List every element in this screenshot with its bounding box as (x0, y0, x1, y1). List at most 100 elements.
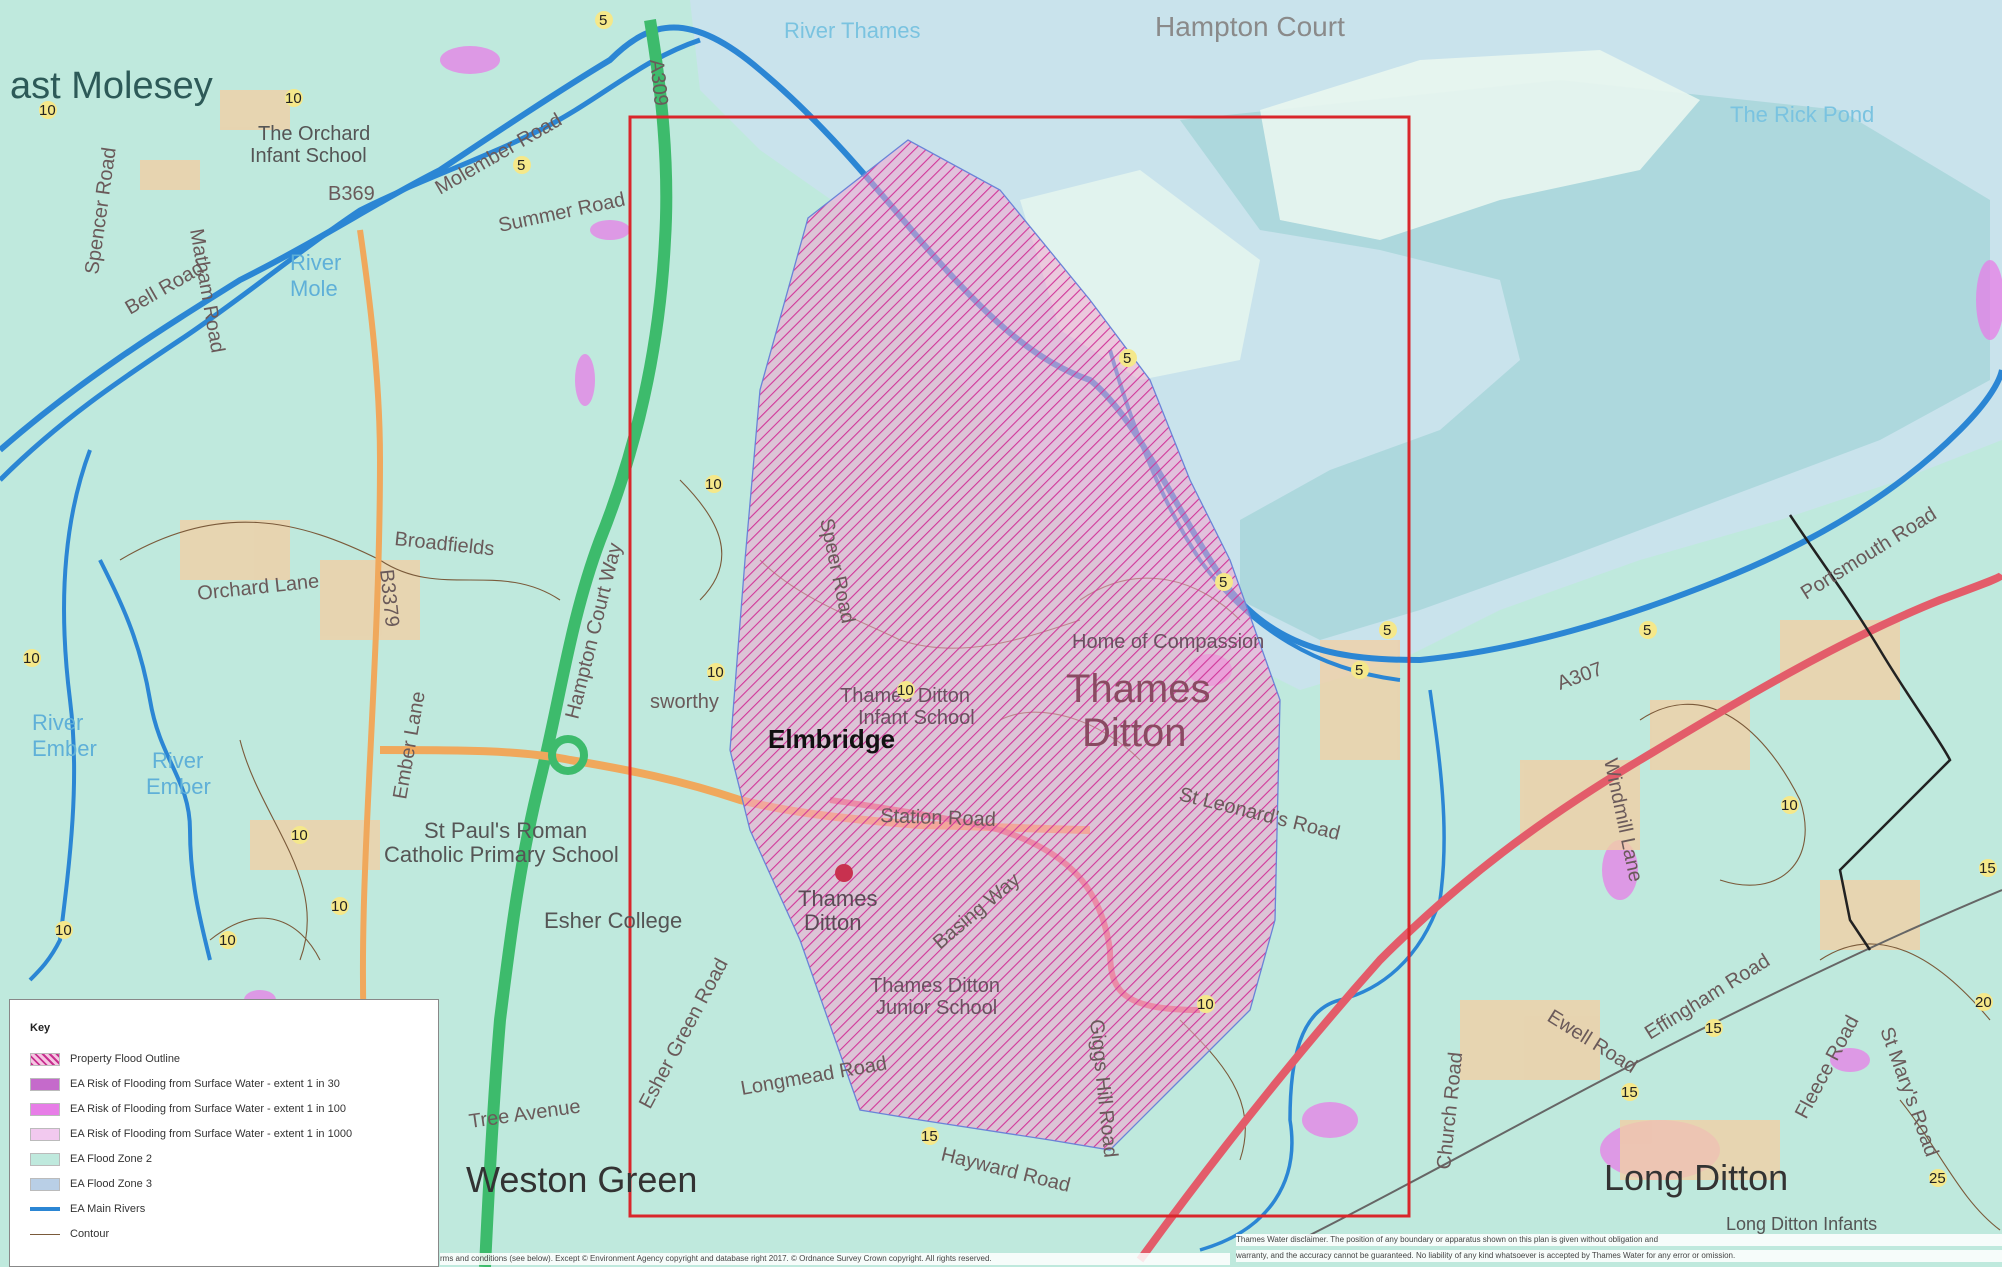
label-weston-green: Weston Green (466, 1159, 697, 1200)
svg-text:20: 20 (1975, 994, 1992, 1011)
contour-label: 15 (1979, 859, 1997, 877)
contour-label: 25 (1929, 1169, 1947, 1187)
label-elmbridge: Elmbridge (768, 724, 895, 754)
lighter-land-patch (1260, 50, 1700, 240)
svg-text:10: 10 (23, 650, 40, 667)
label-river-ember-b1: River (152, 748, 203, 773)
thames-water-disclaimer-2: warranty, and the accuracy cannot be gua… (1236, 1250, 2002, 1262)
label-long-ditton: Long Ditton (1604, 1157, 1788, 1198)
boundary (1788, 514, 1952, 951)
label-st-pauls-1: St Paul's Roman (424, 818, 587, 843)
key-item-surface-30: EA Risk of Flooding from Surface Water -… (30, 1075, 340, 1093)
key-item-zone-2: EA Flood Zone 2 (30, 1150, 152, 1168)
label-thames-ditton-2: Ditton (1082, 711, 1187, 755)
copyright-disclaimer: rms and conditions (see below). Except ©… (440, 1253, 1230, 1265)
label-thames-ditton-1: Thames (1066, 667, 1211, 711)
surface-100-swatch (30, 1102, 60, 1116)
contour-label: 5 (513, 156, 531, 174)
label-td-school-2: Infant School (858, 707, 975, 729)
label-orchard-school-2: Infant School (250, 145, 367, 167)
key-item-label: EA Main Rivers (70, 1203, 146, 1215)
label-td-junior-1: Thames Ditton (870, 975, 1000, 997)
contour-label: 5 (1379, 621, 1397, 639)
river-ember-lower (28, 449, 92, 982)
road-a309: A309 (645, 58, 672, 107)
svg-text:5: 5 (1219, 574, 1227, 591)
contour-label: 5 (1639, 621, 1657, 639)
study-area-outline (628, 115, 1411, 1218)
label-river-ember-a2: Ember (32, 736, 97, 761)
road-esworthy: sworthy (650, 691, 719, 713)
label-river-thames: River Thames (784, 18, 921, 43)
svg-text:25: 25 (1929, 1170, 1946, 1187)
svg-text:5: 5 (1355, 662, 1363, 679)
road-b369: B369 (328, 183, 375, 205)
label-river-mole-2: Mole (290, 276, 338, 301)
road-station: Station Road (880, 805, 996, 831)
key-item-surface-1000: EA Risk of Flooding from Surface Water -… (30, 1125, 352, 1143)
svg-text:10: 10 (707, 664, 724, 681)
key-item-label: Property Flood Outline (70, 1053, 181, 1065)
property-flood-swatch (30, 1052, 60, 1066)
hampton-roundabout (548, 735, 588, 775)
river-mole (0, 37, 701, 482)
label-home-of-compassion: Home of Compassion (1072, 631, 1264, 653)
contour-label: 15 (1705, 1019, 1723, 1037)
label-long-ditton-infants: Long Ditton Infants (1726, 1214, 1877, 1234)
contour-label: 10 (1197, 995, 1215, 1013)
contour-label: 10 (39, 101, 57, 119)
contour-label: 10 (285, 89, 303, 107)
railway (1299, 889, 2002, 1241)
svg-text:10: 10 (1781, 797, 1798, 814)
label-td-station-2: Ditton (804, 910, 861, 935)
label-river-ember-a1: River (32, 710, 83, 735)
svg-text:10: 10 (1197, 996, 1214, 1013)
a307-road (1136, 571, 2002, 1263)
svg-text:15: 15 (921, 1128, 938, 1145)
svg-text:10: 10 (39, 102, 56, 119)
key-item-label: EA Flood Zone 2 (70, 1153, 152, 1165)
map-key: Key Property Flood Outline EA Risk of Fl… (9, 999, 439, 1267)
a309-road (479, 19, 673, 1267)
label-td-station-1: Thames (798, 886, 877, 911)
key-item-surface-100: EA Risk of Flooding from Surface Water -… (30, 1100, 346, 1118)
key-item-label: EA Flood Zone 3 (70, 1178, 152, 1190)
svg-text:15: 15 (1705, 1020, 1722, 1037)
label-td-junior-2: Junior School (876, 997, 997, 1019)
contour-label: 10 (705, 475, 723, 493)
contour-label: 5 (1119, 349, 1137, 367)
key-item-contour: Contour (30, 1225, 109, 1243)
svg-text:10: 10 (291, 827, 308, 844)
label-hampton-court: Hampton Court (1155, 11, 1345, 42)
thames-water-disclaimer-1: Thames Water disclaimer. The position of… (1236, 1234, 2002, 1246)
label-river-ember-b2: Ember (146, 774, 211, 799)
contour-label: 5 (595, 11, 613, 29)
zone-2-swatch (30, 1152, 60, 1166)
main-rivers-swatch (30, 1207, 60, 1211)
building-blocks (140, 90, 1920, 1180)
key-item-label: EA Risk of Flooding from Surface Water -… (70, 1128, 353, 1140)
key-item-zone-3: EA Flood Zone 3 (30, 1175, 152, 1193)
svg-text:10: 10 (55, 922, 72, 939)
svg-text:10: 10 (705, 476, 722, 493)
property-flood-outline (729, 139, 1281, 1151)
label-rick-pond: The Rick Pond (1730, 102, 1874, 127)
contour-label: 20 (1975, 993, 1993, 1011)
svg-text:10: 10 (331, 898, 348, 915)
river-ember-channel (98, 559, 212, 961)
label-st-pauls-2: Catholic Primary School (384, 842, 619, 867)
contour-label: 10 (1781, 796, 1799, 814)
contour-label: 15 (1621, 1083, 1639, 1101)
contour-label: 15 (921, 1127, 939, 1145)
label-esher-college: Esher College (544, 908, 682, 933)
key-item-main-rivers: EA Main Rivers (30, 1200, 145, 1218)
key-item-label: Contour (70, 1228, 110, 1240)
svg-text:15: 15 (1621, 1084, 1638, 1101)
contour-label: 10 (897, 681, 915, 699)
svg-text:10: 10 (219, 932, 236, 949)
key-title: Key (30, 1022, 51, 1034)
zone-3-swatch (30, 1177, 60, 1191)
contour-label: 10 (707, 663, 725, 681)
svg-text:10: 10 (897, 682, 914, 699)
